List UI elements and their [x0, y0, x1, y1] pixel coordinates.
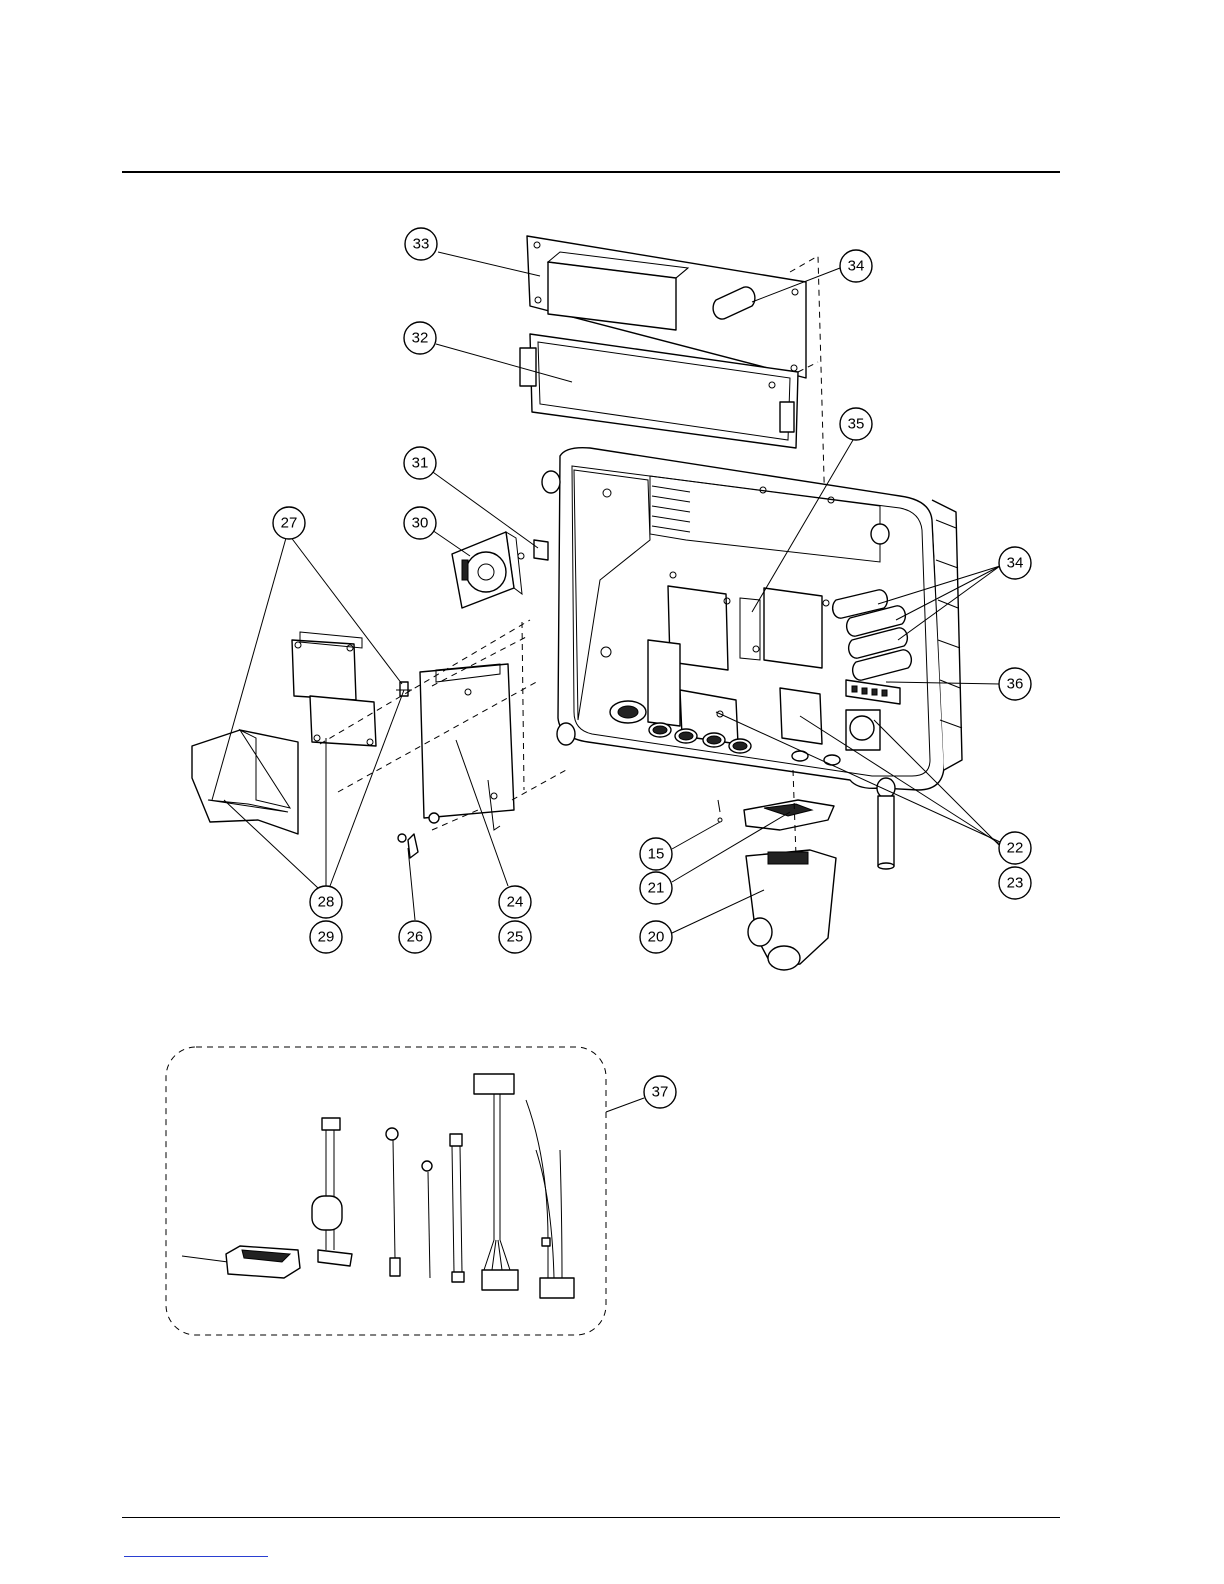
- callout-22: 22: [999, 832, 1031, 864]
- svg-text:26: 26: [407, 929, 424, 946]
- svg-text:30: 30: [412, 515, 429, 532]
- part-27-standoff: [396, 682, 412, 696]
- enclosure-housing: [542, 448, 962, 869]
- callout-34-top: 34: [840, 250, 872, 282]
- svg-text:36: 36: [1007, 676, 1024, 693]
- kit-ribbon-cable: [450, 1134, 464, 1282]
- part-30-fan: [452, 532, 522, 608]
- callout-36: 36: [999, 668, 1031, 700]
- callout-23: 23: [999, 867, 1031, 899]
- callout-24: 24: [499, 886, 531, 918]
- callout-29: 29: [310, 921, 342, 953]
- svg-text:22: 22: [1007, 840, 1024, 857]
- part-20-cable-gland-adapter: [746, 850, 836, 970]
- kit-ground-wire-1: [386, 1128, 400, 1276]
- callout-32: 32: [404, 322, 436, 354]
- svg-text:24: 24: [507, 894, 524, 911]
- svg-text:20: 20: [648, 929, 665, 946]
- part-26-lug-terminal: [398, 813, 439, 858]
- callout-31: 31: [404, 447, 436, 479]
- svg-text:33: 33: [413, 236, 430, 253]
- svg-text:23: 23: [1007, 875, 1024, 892]
- footer-link-underline[interactable]: [124, 1556, 268, 1557]
- part-21-gasket: [744, 800, 834, 830]
- part-15-screw: [718, 818, 722, 822]
- kit-ground-wire-2: [422, 1161, 432, 1278]
- callout-34-right: 34: [999, 547, 1031, 579]
- svg-text:34: 34: [1007, 555, 1024, 572]
- svg-text:32: 32: [412, 330, 429, 347]
- kit-ferrite-cable: [312, 1118, 352, 1266]
- svg-text:29: 29: [318, 929, 335, 946]
- svg-text:27: 27: [281, 515, 298, 532]
- callout-21: 21: [640, 872, 672, 904]
- svg-text:31: 31: [412, 455, 429, 472]
- kit-37-cable-set: [166, 1047, 606, 1335]
- kit-gasket-with-wire: [182, 1246, 300, 1278]
- svg-text:15: 15: [648, 846, 665, 863]
- callout-27: 27: [273, 507, 305, 539]
- callout-30: 30: [404, 507, 436, 539]
- footer-rule: [122, 1517, 1060, 1518]
- svg-text:21: 21: [648, 880, 665, 897]
- kit-wire-harness: [474, 1074, 518, 1290]
- callout-33: 33: [405, 228, 437, 260]
- part-28-board: [292, 632, 376, 746]
- callout-28: 28: [310, 886, 342, 918]
- callout-20: 20: [640, 921, 672, 953]
- callout-25: 25: [499, 921, 531, 953]
- svg-text:28: 28: [318, 894, 335, 911]
- part-24-circuit-board: [420, 664, 514, 830]
- kit-loose-wires: [526, 1100, 574, 1298]
- part-29-shield-cover: [192, 730, 298, 834]
- svg-text:37: 37: [652, 1084, 669, 1101]
- svg-text:34: 34: [848, 258, 865, 275]
- callout-26: 26: [399, 921, 431, 953]
- part-31-bracket: [518, 540, 548, 560]
- callout-15: 15: [640, 838, 672, 870]
- callout-37: 37: [644, 1076, 676, 1108]
- callout-35: 35: [840, 408, 872, 440]
- svg-text:35: 35: [848, 416, 865, 433]
- svg-text:25: 25: [507, 929, 524, 946]
